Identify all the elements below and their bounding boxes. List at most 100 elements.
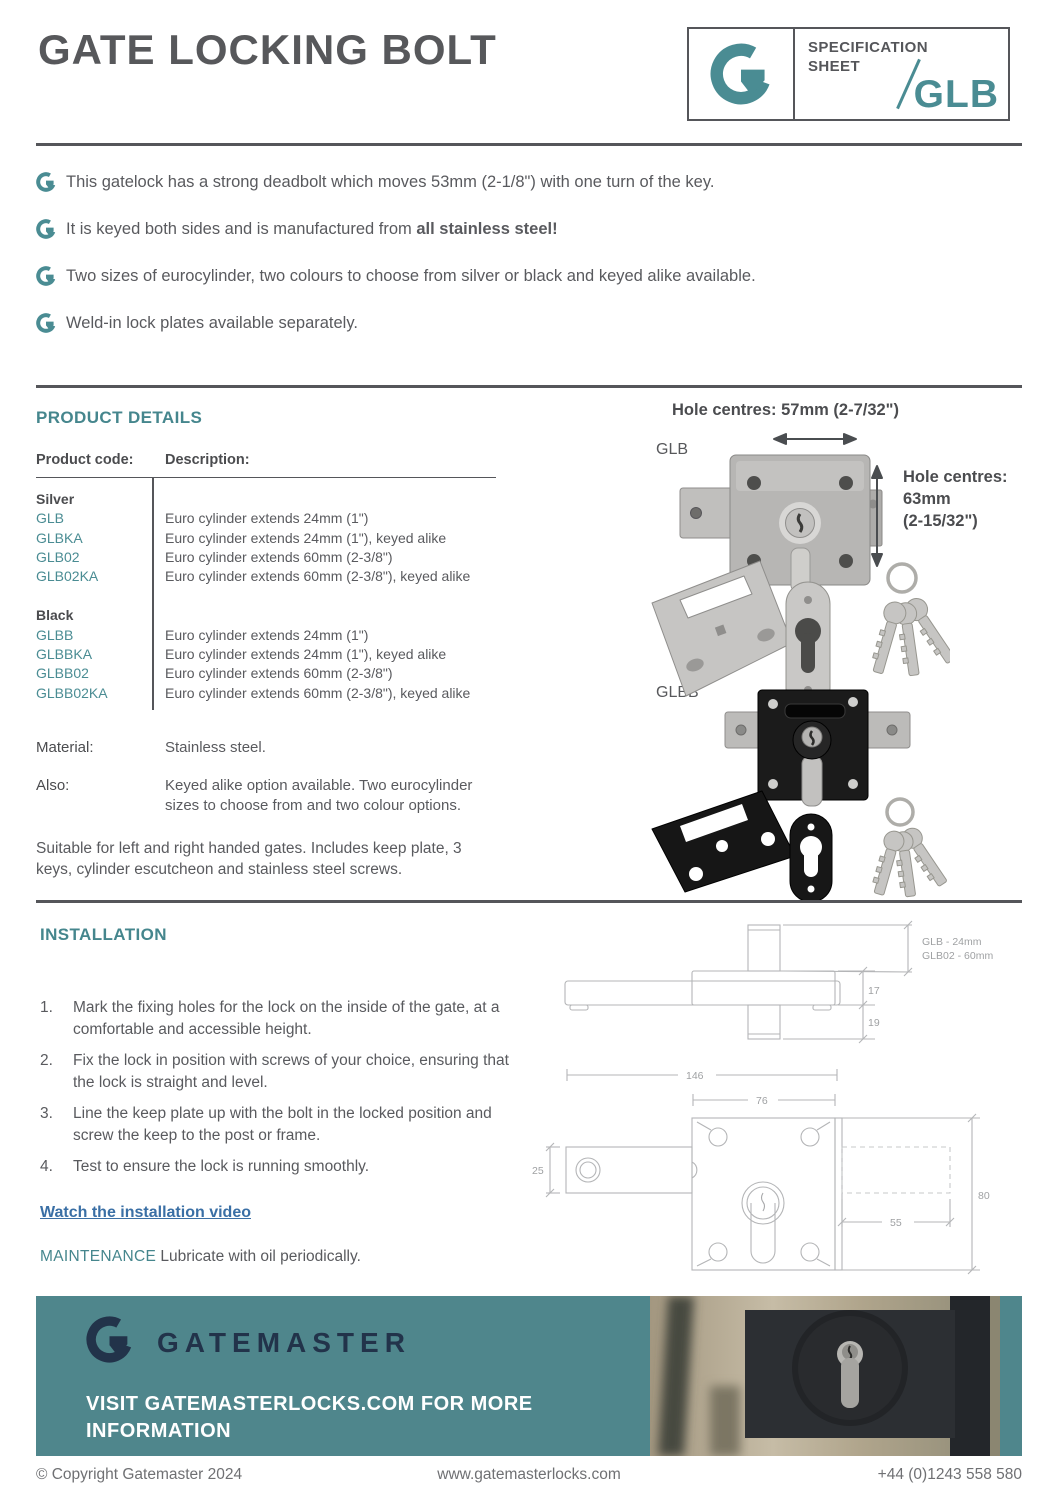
dim-bolt-throw: 55 [890, 1217, 902, 1229]
feature-text: Two sizes of eurocylinder, two colours t… [66, 267, 756, 285]
group-name-silver: Silver [36, 491, 75, 507]
glb-lock-body [729, 454, 871, 586]
installation-video-link[interactable]: Watch the installation video [40, 1204, 251, 1221]
gatemaster-g-logo-icon [86, 1316, 133, 1363]
hole-centres-vertical-label: Hole centres: 63mm (2-15/32") [903, 466, 1008, 532]
feature-text: It is keyed both sides and is manufactur… [66, 220, 558, 238]
feature-item: Weld-in lock plates available separately… [36, 313, 976, 334]
spec-label-line2: SHEET [808, 58, 861, 75]
spec-label-line1: SPECIFICATION [808, 39, 928, 56]
dim-total-width: 146 [686, 1070, 704, 1082]
product-code: GLBBKA [36, 646, 93, 663]
phone-text: +44 (0)1243 558 580 [877, 1466, 1023, 1483]
also-row: Also: Keyed alike option available. Two … [36, 776, 496, 816]
glbb-keep-plate [651, 790, 796, 893]
feature-text: Weld-in lock plates available separately… [66, 314, 358, 332]
also-value: Keyed alike option available. Two eurocy… [165, 776, 473, 814]
table-row: GLBKA Euro cylinder extends 24mm (1"), k… [36, 529, 496, 548]
product-code: GLBB [36, 626, 74, 643]
spec-code: GLB [913, 73, 999, 116]
horizontal-arrow-icon [773, 433, 857, 445]
g-bullet-icon [36, 313, 56, 333]
product-desc: Euro cylinder extends 24mm (1") [165, 510, 369, 527]
dim-body-depth: 17 [868, 985, 880, 997]
table-row: GLB Euro cylinder extends 24mm (1") [36, 509, 496, 528]
product-desc: Euro cylinder extends 24mm (1") [165, 626, 369, 643]
product-code: GLBB02 [36, 665, 89, 682]
column-header-code: Product code: [36, 452, 134, 468]
installation-step: Mark the fixing holes for the lock on th… [73, 999, 500, 1038]
dim-cyl-below: 19 [868, 1017, 880, 1029]
glb-image-label: GLB [656, 441, 689, 458]
product-desc: Euro cylinder extends 60mm (2-3/8") [165, 665, 393, 682]
glb-bolt-bar [679, 487, 737, 539]
g-bullet-icon [36, 172, 56, 192]
table-column-divider [152, 478, 154, 710]
product-code: GLB02KA [36, 568, 99, 585]
material-label: Material: [36, 738, 94, 756]
material-row: Material: Stainless steel. [36, 738, 496, 758]
glbb-cylinder [792, 720, 832, 760]
dim-body-width: 76 [756, 1095, 768, 1107]
glb-side-plate [863, 489, 883, 547]
product-desc: Euro cylinder extends 60mm (2-3/8") [165, 548, 393, 565]
banner-right-strip [1000, 1296, 1022, 1456]
feature-item: Two sizes of eurocylinder, two colours t… [36, 266, 976, 287]
drawing-top-view [564, 920, 913, 1044]
vertical-arrow-icon [871, 465, 883, 567]
g-bullet-icon [36, 266, 56, 286]
gate-lock-photo [650, 1296, 1000, 1456]
glb-cylinder-stem [790, 547, 811, 593]
banner-cta-line2: INFORMATION [86, 1420, 232, 1442]
installation-heading: INSTALLATION [40, 925, 167, 944]
website-text: www.gatemasterlocks.com [437, 1466, 621, 1483]
gatemaster-g-logo-icon [710, 43, 772, 105]
spec-box: SPECIFICATION SHEET GLB [687, 27, 1010, 121]
page-footer: © Copyright Gatemaster 2024 www.gatemast… [36, 1466, 1022, 1484]
copyright-text: © Copyright Gatemaster 2024 [36, 1466, 243, 1483]
product-desc: Euro cylinder extends 60mm (2-3/8"), key… [165, 684, 471, 701]
table-row: GLBBKA Euro cylinder extends 24mm (1"), … [36, 645, 496, 664]
product-desc: Euro cylinder extends 24mm (1"), keyed a… [165, 646, 447, 663]
hole-centres-vertical-line2: 63mm [903, 490, 951, 508]
feature-item: This gatelock has a strong deadbolt whic… [36, 172, 976, 193]
banner-cta: VISIT GATEMASTERLOCKS.COM FOR MORE INFOR… [86, 1391, 533, 1445]
hole-centres-vertical-line1: Hole centres: [903, 468, 1008, 486]
maintenance-label: MAINTENANCE [40, 1248, 157, 1265]
column-header-desc: Description: [165, 452, 250, 468]
footer-banner: GATEMASTER VISIT GATEMASTERLOCKS.COM FOR… [36, 1296, 1022, 1456]
also-label: Also: [36, 776, 70, 794]
dim-body-height: 80 [978, 1190, 990, 1202]
product-code: GLBKA [36, 529, 83, 546]
technical-drawing: GLB - 24mm GLB02 - 60mm 17 19 146 76 25 … [532, 920, 993, 1275]
drawing-front-view [545, 1069, 980, 1275]
feature-text: This gatelock has a strong deadbolt whic… [66, 173, 715, 191]
glbb-escutcheon [789, 813, 833, 903]
product-table-header: Product code: Description: [36, 452, 496, 477]
glb-escutcheon [785, 581, 831, 711]
page-title: GATE LOCKING BOLT [38, 26, 497, 73]
feature-item: It is keyed both sides and is manufactur… [36, 219, 976, 240]
table-row: GLBB02 Euro cylinder extends 60mm (2-3/8… [36, 664, 496, 683]
banner-cta-line1: VISIT GATEMASTERLOCKS.COM FOR MORE [86, 1393, 533, 1415]
glbb-keys [872, 797, 947, 898]
material-value: Stainless steel. [165, 738, 266, 756]
product-details-section: PRODUCT DETAILS Product code: Descriptio… [36, 408, 496, 880]
installation-steps: Mark the fixing holes for the lock on th… [40, 997, 540, 1178]
maintenance-text: Lubricate with oil periodically. [156, 1248, 361, 1265]
table-row: GLBB Euro cylinder extends 24mm (1") [36, 626, 496, 645]
glbb-image-label: GLBB [656, 684, 699, 701]
suitability-note: Suitable for left and right handed gates… [36, 839, 462, 878]
glb-keep-plate [651, 560, 793, 697]
product-code: GLB02 [36, 548, 80, 565]
glb-cylinder [779, 502, 821, 544]
divider [36, 143, 1022, 146]
product-details-heading: PRODUCT DETAILS [36, 408, 203, 427]
table-row: GLB02KA Euro cylinder extends 60mm (2-3/… [36, 567, 496, 586]
table-row: GLBB02KA Euro cylinder extends 60mm (2-3… [36, 684, 496, 703]
spec-box-text-cell: SPECIFICATION SHEET GLB [795, 29, 1008, 119]
banner-left: GATEMASTER VISIT GATEMASTERLOCKS.COM FOR… [36, 1296, 650, 1456]
glbb-lock-body [757, 689, 869, 801]
hole-centres-horizontal-label: Hole centres: 57mm (2-7/32") [672, 401, 899, 419]
